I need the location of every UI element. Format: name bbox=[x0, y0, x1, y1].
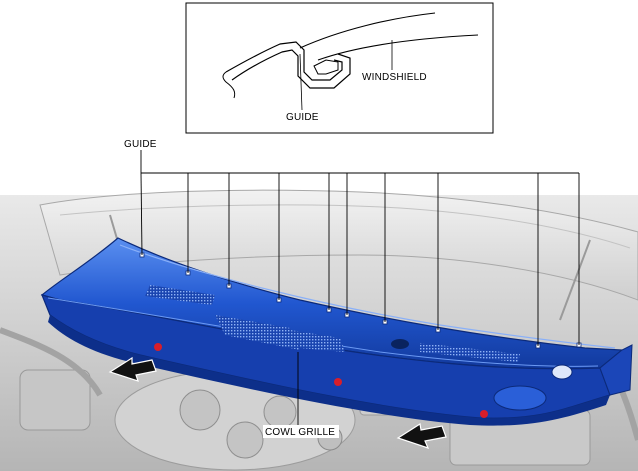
windshield-glass bbox=[299, 12, 436, 49]
engine-bay-scene bbox=[0, 189, 638, 471]
guide-clip-profile bbox=[313, 59, 339, 75]
guide-main-label: GUIDE bbox=[124, 139, 157, 150]
inset-frame bbox=[185, 2, 494, 134]
guide-callouts bbox=[140, 150, 580, 425]
cowl-grille-label: COWL GRILLE bbox=[265, 427, 335, 438]
cowl-vent-center bbox=[215, 315, 300, 350]
windshield-label: WINDSHIELD bbox=[362, 72, 427, 83]
removal-arrow-right-icon bbox=[396, 423, 447, 449]
cowl-grille bbox=[40, 237, 633, 426]
clip-icon bbox=[154, 343, 162, 351]
cowl-vent-left bbox=[145, 285, 215, 305]
cowl-profile bbox=[225, 41, 343, 81]
wiper-opening bbox=[391, 339, 409, 349]
detail-inset: WINDSHIELD GUIDE bbox=[185, 2, 494, 134]
clip-icon bbox=[480, 410, 488, 418]
clip-icon bbox=[334, 378, 342, 386]
guide-inset-label: GUIDE bbox=[286, 112, 319, 123]
cowl-vent-right bbox=[420, 343, 520, 362]
hood bbox=[39, 189, 638, 301]
removal-arrow-left-icon bbox=[108, 356, 157, 382]
